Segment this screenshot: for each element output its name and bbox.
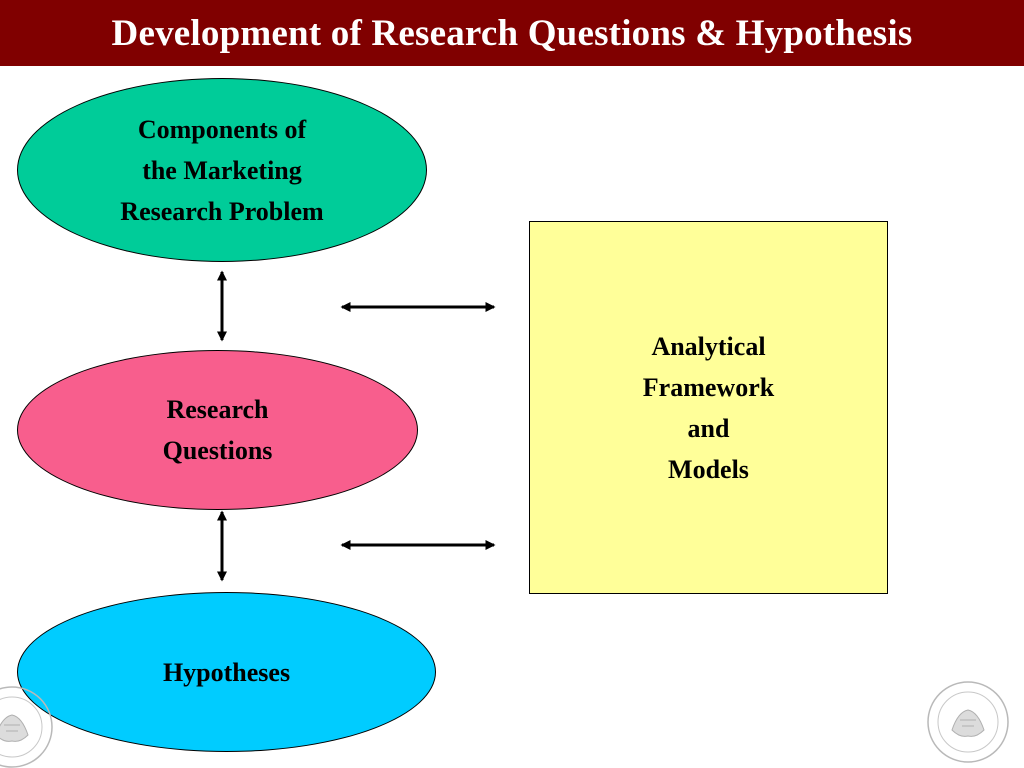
- university-seal-icon: [927, 681, 1009, 763]
- hypotheses-node: Hypotheses: [17, 592, 436, 752]
- analytical-framework-label: Analytical Framework and Models: [642, 331, 775, 484]
- components-label: Components of the Marketing Research Pro…: [120, 114, 324, 226]
- research-questions-label: Research Questions: [162, 395, 273, 465]
- title-bar: Development of Research Questions & Hypo…: [0, 0, 1024, 66]
- hypotheses-label: Hypotheses: [162, 657, 291, 687]
- components-node: Components of the Marketing Research Pro…: [17, 78, 427, 262]
- slide-title: Development of Research Questions & Hypo…: [111, 12, 913, 54]
- analytical-framework-node: Analytical Framework and Models: [529, 221, 888, 594]
- research-questions-node: Research Questions: [17, 350, 418, 510]
- university-seal-icon: [0, 686, 53, 768]
